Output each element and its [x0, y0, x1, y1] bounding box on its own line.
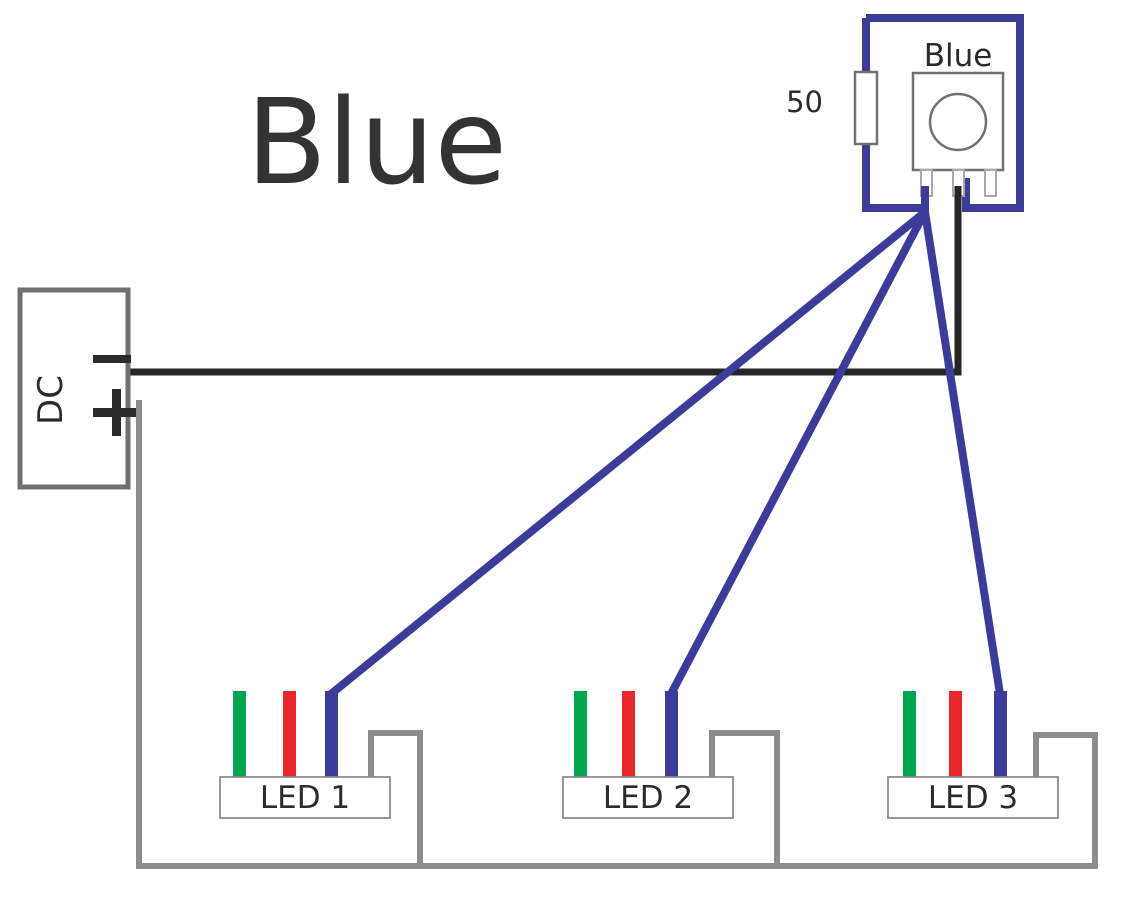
led-module-3[interactable]: LED 3	[887, 691, 1059, 819]
resistor-label: 50	[786, 85, 823, 119]
photodetector-module[interactable]: Blue	[911, 38, 1005, 197]
led2-body	[562, 776, 734, 819]
led1-body	[219, 776, 391, 819]
pin-power-right	[984, 169, 997, 197]
led2-label: LED 2	[603, 780, 693, 816]
detector-label: Blue	[924, 38, 993, 74]
dc-power-supply[interactable]: DC	[17, 287, 139, 490]
dc-supply-label: DC	[31, 375, 71, 425]
resistor-50[interactable]: 50	[786, 70, 879, 146]
led-module-1[interactable]: LED 1	[219, 691, 391, 819]
led1-pin-green	[233, 691, 246, 779]
wire-detector-to-led3	[921, 211, 1004, 695]
ground-branch-led2	[709, 730, 780, 866]
led2-pin-red	[622, 691, 635, 779]
led2-pin-blue	[665, 691, 678, 779]
dc-negative-path	[128, 186, 962, 376]
led3-pin-green	[903, 691, 916, 779]
led2-pin-green	[574, 691, 587, 779]
power-loop-bottom-left-stub	[862, 131, 922, 212]
detector-lens	[928, 92, 988, 152]
wire-dc-positive-ground-bus	[136, 400, 1098, 869]
led3-body	[887, 776, 1059, 819]
wire-dc-negative-to-detector	[128, 186, 962, 376]
dc-positive-terminal	[93, 389, 139, 436]
led3-label: LED 3	[928, 780, 1018, 816]
ground-bus-main-path	[136, 400, 1098, 869]
led1-pin-blue	[325, 691, 338, 779]
page-title: Blue	[246, 73, 507, 211]
dc-supply-body	[17, 287, 131, 490]
wire-detector-to-led2	[667, 210, 929, 696]
led3-pin-red	[949, 691, 962, 779]
power-loop-right-path	[866, 14, 1024, 212]
signal-wire-fan	[328, 186, 1004, 698]
dc-negative-terminal	[93, 355, 131, 363]
led-module-2[interactable]: LED 2	[562, 691, 734, 819]
led1-label: LED 1	[260, 780, 350, 816]
resistor-body	[853, 70, 879, 146]
led3-pin-blue	[994, 691, 1007, 779]
wire-detector-to-led1	[328, 208, 928, 698]
ground-branch-led1	[368, 730, 423, 866]
led1-pin-red	[283, 691, 296, 779]
